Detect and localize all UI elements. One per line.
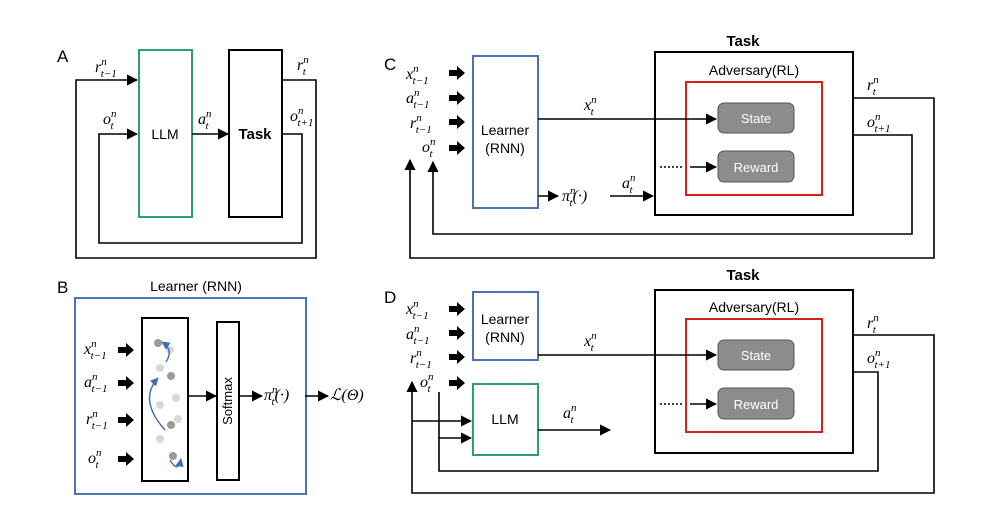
panel-d: D Learner (RNN) LLM Task Adversary(RL) S… (384, 267, 935, 494)
adversary-label-d: Adversary(RL) (709, 299, 799, 315)
panel-b: B Learner (RNN) Softmax (57, 278, 364, 495)
recurrent-curve (161, 341, 171, 363)
state-label-c: State (741, 111, 771, 126)
task-title-c: Task (726, 33, 760, 50)
learner-box-d (472, 291, 539, 361)
observation-loop-arrow-c (427, 134, 913, 235)
softmax-label: Softmax (220, 377, 235, 425)
state-box-c (717, 102, 795, 134)
rnn-label-d: (RNN) (485, 329, 525, 345)
input-arrow-o (449, 141, 465, 155)
panel-d-label: D (384, 288, 396, 307)
learner-rnn-title: Learner (RNN) (150, 278, 242, 294)
task-title-d: Task (726, 267, 760, 284)
learner-label-c: Learner (481, 122, 530, 138)
panel-c: C Learner (RNN) Task Adversary(RL) State… (384, 33, 935, 259)
panel-c-label: C (384, 55, 396, 74)
llm-label-d: LLM (491, 411, 518, 427)
neuron-dot (156, 435, 164, 443)
input-arrow-x (449, 66, 465, 80)
state-box-d (717, 339, 795, 371)
neuron-dot (156, 401, 164, 409)
llm-box (138, 49, 193, 218)
panel-a-label: A (57, 47, 69, 66)
neuron-dot (172, 394, 180, 402)
input-arrow-o (449, 376, 465, 390)
neuron-dot (154, 339, 162, 347)
math-loss-b: ℒ(Θ) (330, 387, 364, 404)
input-arrow-a (449, 91, 465, 105)
neuron-dot (156, 364, 164, 372)
neuron-dot (174, 415, 182, 423)
llm-box-d (472, 383, 539, 456)
rnn-label-c: (RNN) (485, 140, 525, 156)
neuron-dot (167, 421, 175, 429)
reward-label-c: Reward (734, 160, 779, 175)
neuron-dot (167, 372, 175, 380)
learner-label-d: Learner (481, 311, 530, 327)
recurrent-curve (148, 377, 166, 431)
input-arrow-x (449, 302, 465, 316)
task-box (228, 49, 283, 218)
recurrent-curve (169, 458, 184, 468)
reward-label-d: Reward (734, 397, 779, 412)
adversary-label-c: Adversary(RL) (709, 62, 799, 78)
observation-loop-d (438, 371, 879, 472)
input-arrow-r (449, 115, 465, 129)
reward-box-c (717, 150, 795, 183)
llm-label: LLM (151, 126, 178, 142)
task-label: Task (238, 126, 272, 143)
observation-loop-arrow (98, 128, 303, 244)
reward-loop-arrow-c (404, 97, 935, 259)
reward-loop-arrow (75, 74, 317, 259)
learner-box-c (472, 55, 539, 209)
rnn-neurons (154, 339, 182, 460)
neuron-dot (169, 452, 177, 460)
input-arrow-r (449, 350, 465, 364)
state-label-d: State (741, 348, 771, 363)
reward-box-d (717, 387, 795, 420)
reward-loop-arrow-d (406, 334, 935, 494)
input-arrow-a (449, 326, 465, 340)
panel-b-label: B (57, 278, 68, 297)
